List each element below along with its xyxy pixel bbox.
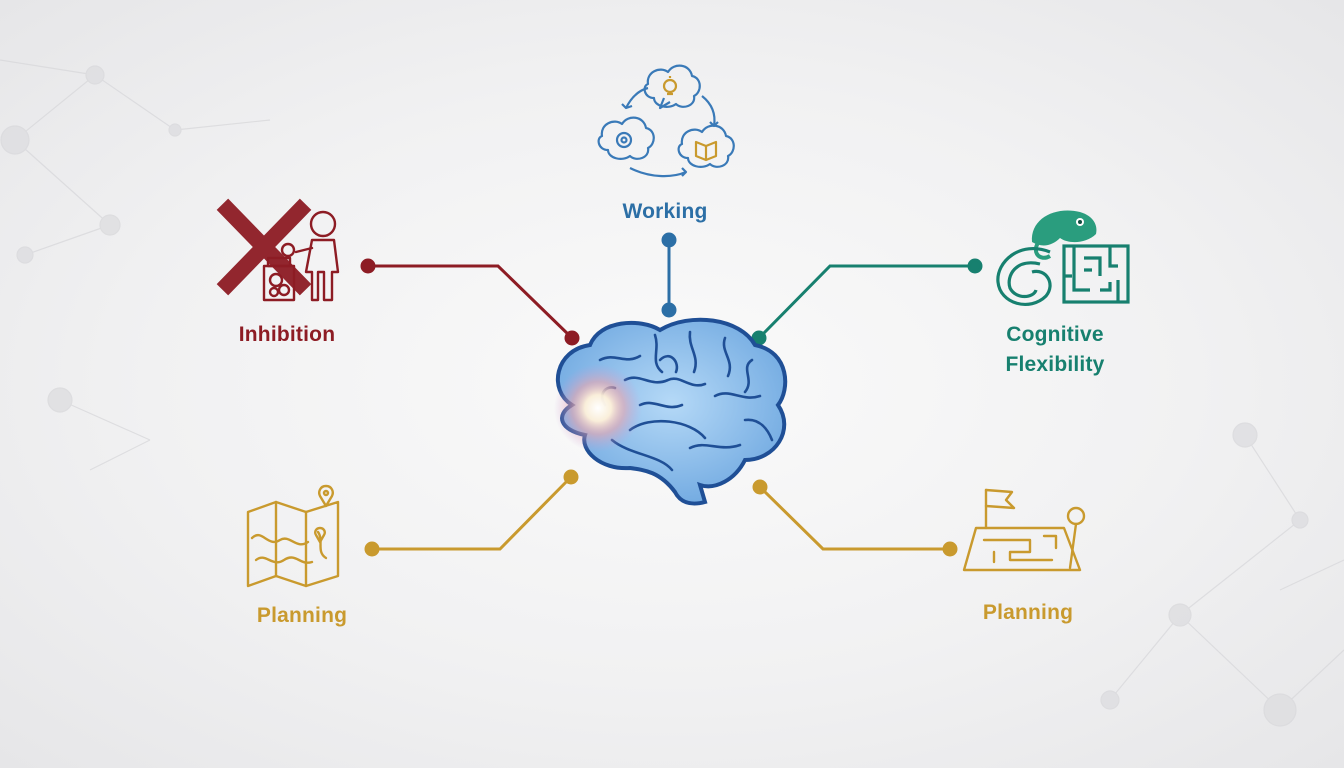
brain-icon	[554, 317, 788, 506]
working-label: Working	[622, 200, 708, 223]
cognitive-flexibility-label-line2: Flexibility	[1005, 353, 1105, 376]
background-network	[0, 59, 1344, 727]
inhibition-label: Inhibition	[238, 323, 336, 346]
connector-planning-right	[752, 479, 958, 557]
folded-map-route-pin-icon	[246, 484, 340, 588]
connector-working	[661, 232, 677, 318]
connector-planning-left	[364, 469, 579, 557]
cycle-thought-bubbles-icon	[597, 64, 735, 178]
flag-maze-path-pin-icon	[962, 488, 1086, 572]
planning-left-label: Planning	[256, 604, 348, 627]
cognitive-flexibility-label-line1: Cognitive	[1006, 323, 1104, 346]
chameleon-maze-icon	[996, 210, 1130, 306]
planning-right-label: Planning	[982, 601, 1074, 624]
crossed-out-child-reaching-cookie-jar-icon	[216, 198, 340, 302]
connector-cognitive-flexibility	[751, 258, 983, 346]
connector-inhibition	[360, 258, 580, 346]
cognitive-flexibility-label: Cognitive Flexibility	[985, 320, 1125, 380]
